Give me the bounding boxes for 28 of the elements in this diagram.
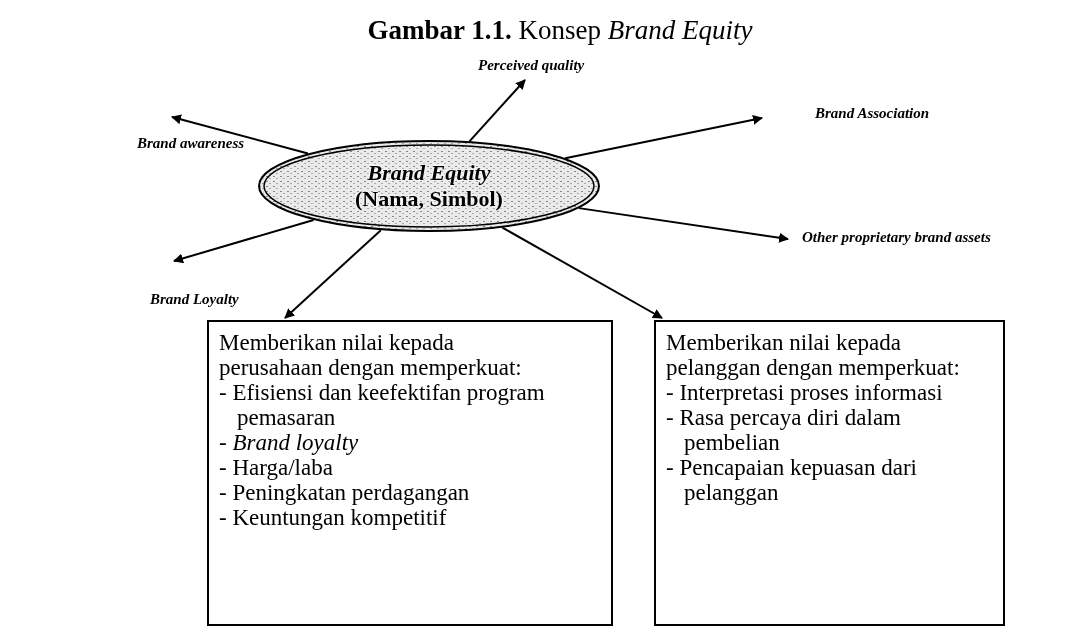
text-box bbox=[654, 320, 1005, 626]
arrow bbox=[564, 114, 763, 160]
list-item: - Keuntungan kompetitif bbox=[219, 505, 448, 530]
arrow bbox=[284, 229, 382, 319]
node-text: (Nama, Simbol) bbox=[355, 186, 503, 212]
list-item: - Harga/laba bbox=[219, 455, 334, 480]
box-heading: Memberikan nilai kepada perusahaan dengan memperkuat: bbox=[219, 330, 523, 380]
arrow bbox=[501, 226, 663, 319]
node-heading: Brand Equity bbox=[367, 160, 491, 186]
dimension-text: Other proprietary brand assets bbox=[802, 228, 992, 247]
list-item: - Rasa percaya diri dalam pembelian bbox=[666, 405, 902, 455]
arrow bbox=[577, 207, 789, 243]
arrow bbox=[468, 79, 526, 143]
dimension-text: Brand Association bbox=[815, 104, 965, 123]
dimension-text: Brand Loyalty bbox=[150, 290, 255, 309]
diagram-title: Gambar 1.1. Konsep Brand Equity bbox=[366, 14, 754, 46]
list-item: - Brand loyalty bbox=[219, 430, 360, 455]
arrow bbox=[173, 218, 315, 264]
list-item: - Pencapaian kepuasan dari pelanggan bbox=[666, 455, 918, 505]
text-box bbox=[207, 320, 613, 626]
list-item: - Interpretasi proses informasi bbox=[666, 380, 944, 405]
list-item: - Peningkatan perdagangan bbox=[219, 480, 471, 505]
list-item: - Efisiensi dan keefektifan program pemasaran bbox=[219, 380, 546, 430]
box-heading: Memberikan nilai kepada pelanggan dengan memperkuat: bbox=[666, 330, 961, 380]
arrow bbox=[171, 114, 309, 155]
ellipse-node bbox=[258, 140, 600, 232]
dimension-text: Brand awareness bbox=[137, 134, 262, 153]
dimension-text: Perceived quality bbox=[478, 56, 602, 75]
